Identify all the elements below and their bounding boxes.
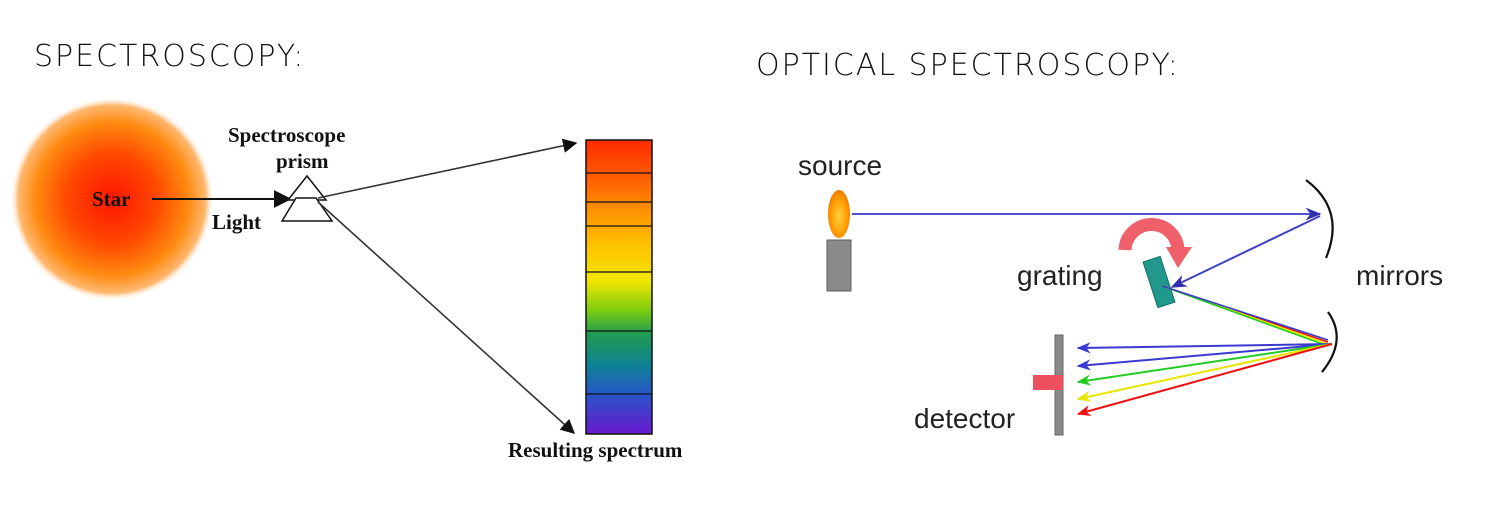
prism-label-line2: prism	[276, 149, 329, 173]
mirror-top	[1305, 179, 1334, 259]
beam-to-grating	[1170, 215, 1321, 288]
source-label: source	[798, 150, 882, 181]
mirrors-label: mirrors	[1356, 260, 1443, 291]
star-shape	[10, 97, 214, 301]
dispersed-beams-to-mirror	[1161, 285, 1329, 347]
rotation-arrow-icon	[1118, 218, 1185, 253]
detector-element	[1033, 375, 1063, 390]
heading-spectroscopy: SPECTROSCOPY:	[34, 39, 305, 74]
spectrum-label: Resulting spectrum	[508, 438, 683, 462]
prism-shape	[286, 174, 328, 201]
dispersed-beams-to-detector	[1076, 342, 1333, 417]
spectrum-bar	[585, 139, 653, 435]
detector-label: detector	[914, 403, 1015, 434]
left-panel: SPECTROSCOPY: Star Light Spectroscope pr…	[10, 39, 683, 462]
rotation-arrowhead-icon	[1166, 247, 1192, 268]
source-base	[826, 239, 852, 292]
heading-optical-spectroscopy: OPTICAL SPECTROSCOPY:	[756, 48, 1180, 83]
right-panel: OPTICAL SPECTROSCOPY: source mirrors gra…	[756, 48, 1443, 436]
grating-label: grating	[1017, 260, 1103, 291]
star-label: Star	[92, 187, 131, 211]
source-flame	[828, 190, 850, 238]
dispersion-arrow-top	[317, 138, 578, 199]
prism-label-line1: Spectroscope	[228, 123, 345, 147]
grating-shape	[1142, 255, 1176, 309]
light-label: Light	[212, 210, 261, 234]
dispersion-arrow-bottom	[317, 201, 576, 434]
mirror-bottom	[1321, 311, 1338, 373]
prism-shape-lower	[280, 197, 334, 222]
